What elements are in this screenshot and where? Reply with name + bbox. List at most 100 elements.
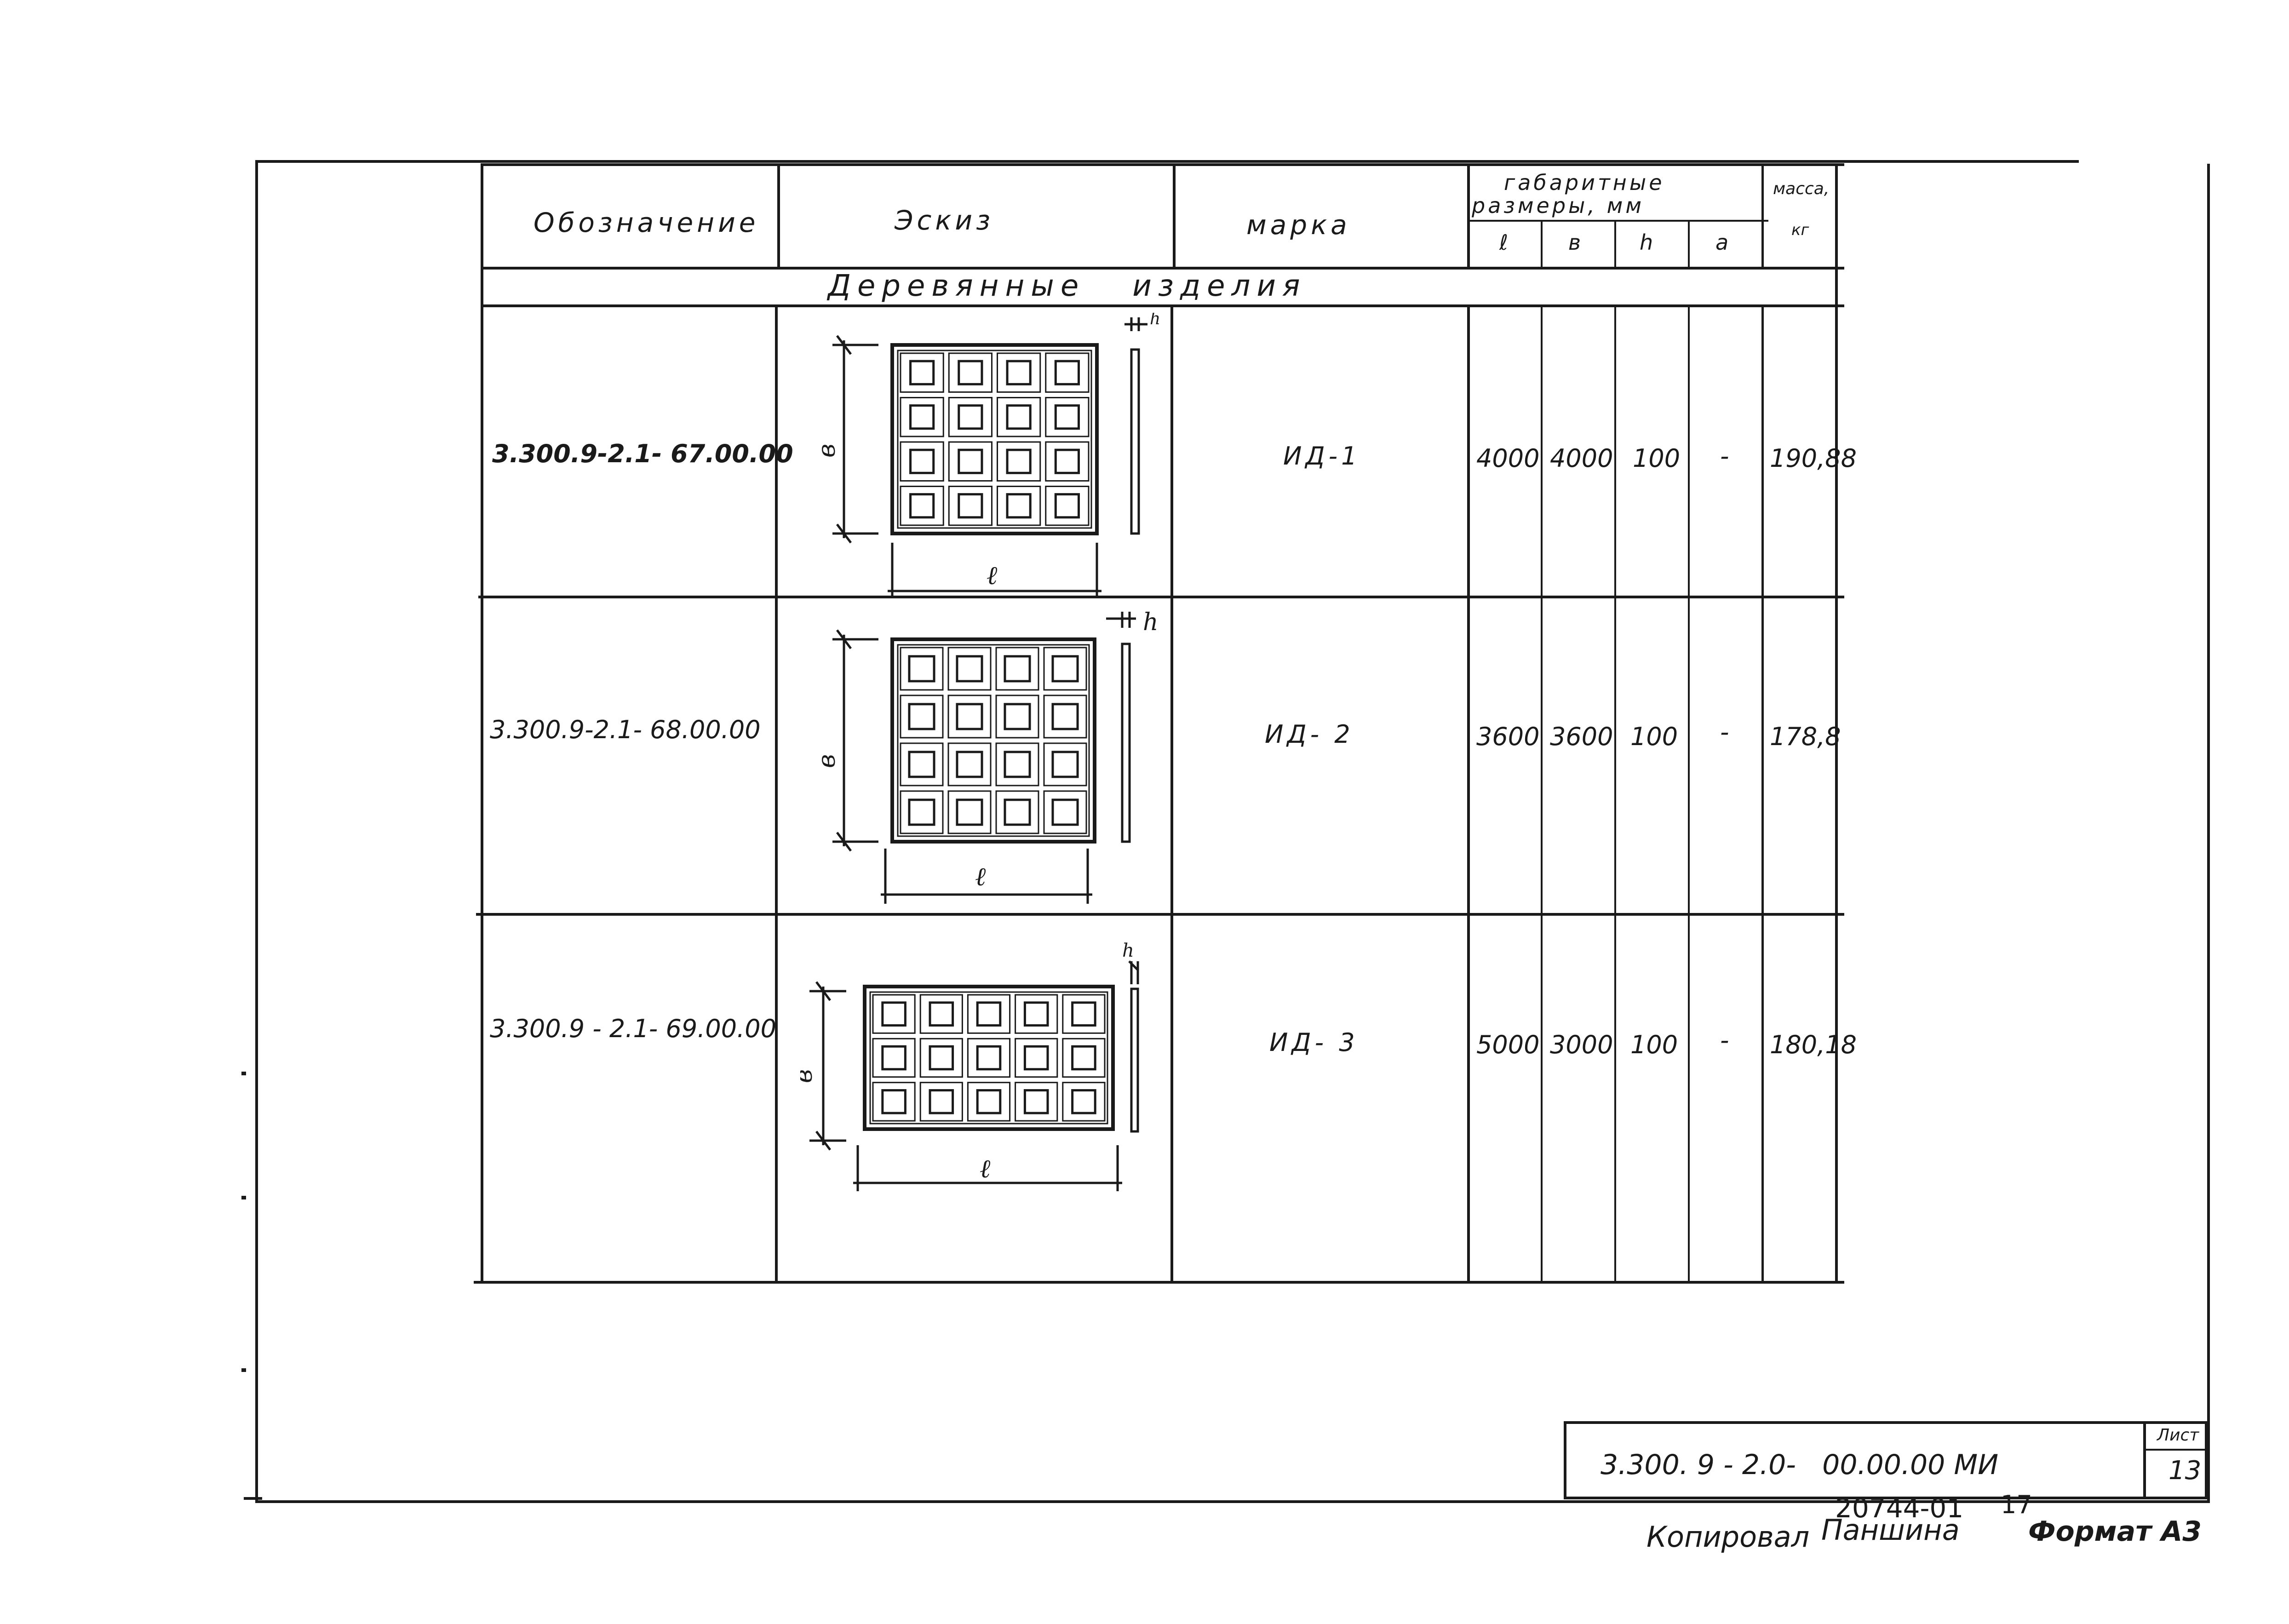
lattice-square xyxy=(908,655,935,683)
lattice-cell xyxy=(995,694,1039,739)
col-a-line-b xyxy=(1761,304,1764,1284)
lattice-square xyxy=(976,1089,1002,1114)
row1-bottom-line xyxy=(478,596,1844,598)
lattice-square xyxy=(908,798,935,826)
lattice-cell xyxy=(1045,352,1090,393)
lattice-square xyxy=(908,703,935,730)
row2-b: 3600 xyxy=(1550,722,1613,751)
sketch3-l-label: ℓ xyxy=(980,1154,991,1184)
col-h-line-b xyxy=(1688,304,1690,1284)
lattice-cell xyxy=(1043,647,1087,691)
col-h-line xyxy=(1688,220,1690,270)
row3-b: 3000 xyxy=(1550,1030,1613,1059)
stamp-divider xyxy=(2143,1421,2146,1499)
lattice-square xyxy=(908,751,935,778)
lattice-square xyxy=(1023,1001,1049,1027)
col-sketch-line xyxy=(1173,163,1176,270)
col-mark-line-b xyxy=(1467,304,1470,1284)
lattice-cell xyxy=(900,441,944,482)
lattice-cell xyxy=(995,742,1039,786)
lattice-cell xyxy=(900,647,944,691)
order-number: 20744-01 xyxy=(1835,1492,1964,1524)
lattice-cell xyxy=(900,694,944,739)
lattice-cell xyxy=(997,397,1041,437)
dim-a-header: a xyxy=(1715,230,1729,255)
row1-mark: ИД-1 xyxy=(1283,442,1361,471)
row2-designation: 3.300.9-2.1- 68.00.00 xyxy=(490,715,761,744)
table-bottom-line xyxy=(474,1281,1844,1284)
row2-mark: ИД- 2 xyxy=(1265,720,1354,749)
lattice-square xyxy=(956,655,983,683)
col-designation-line xyxy=(777,163,780,270)
lattice-square xyxy=(881,1045,906,1071)
lattice-cell xyxy=(900,397,944,437)
order-suffix: 17 xyxy=(2001,1490,2032,1519)
lattice-cell xyxy=(1045,441,1090,482)
row1-l: 4000 xyxy=(1476,444,1540,473)
lattice-square xyxy=(909,493,935,519)
lattice-square xyxy=(1004,655,1031,683)
row2-h: 100 xyxy=(1630,722,1678,751)
lattice-square xyxy=(976,1001,1002,1027)
row2-bottom-line xyxy=(476,913,1844,916)
lattice-cell xyxy=(947,647,992,691)
row3-mass: 180,18 xyxy=(1770,1030,1857,1059)
frame-gap xyxy=(2079,156,2217,164)
margin-tick-3 xyxy=(241,1368,246,1372)
lattice-square xyxy=(1023,1045,1049,1071)
lattice-square xyxy=(958,360,983,385)
lattice-square xyxy=(958,404,983,430)
lattice-cell xyxy=(900,486,944,526)
sketch2-l-label: ℓ xyxy=(975,862,986,892)
row2-l: 3600 xyxy=(1476,722,1540,751)
col-mark-line xyxy=(1467,163,1470,270)
col-right-line xyxy=(1835,163,1838,1284)
col-l-line-b xyxy=(1541,304,1543,1284)
lattice-square xyxy=(881,1001,906,1027)
lattice-square xyxy=(1054,448,1080,474)
overall-dims-header-line1: габаритные xyxy=(1504,170,1665,195)
designation-header: Обозначение xyxy=(534,207,759,238)
lattice-square xyxy=(1071,1045,1096,1071)
sketch2-h-label: h xyxy=(1143,609,1159,636)
lattice-cell xyxy=(948,486,992,526)
sketch1-l-label: ℓ xyxy=(987,561,998,591)
lattice-square xyxy=(1006,448,1032,474)
lattice-cell xyxy=(997,486,1041,526)
lattice-cell xyxy=(967,1082,1011,1122)
lattice-cell xyxy=(947,790,992,834)
row3-l: 5000 xyxy=(1476,1030,1540,1059)
lattice-square xyxy=(1054,493,1080,519)
lattice-cell xyxy=(1045,486,1090,526)
lattice-cell xyxy=(948,352,992,393)
lattice-square xyxy=(929,1089,954,1114)
lattice-cell xyxy=(872,994,916,1034)
lattice-square xyxy=(909,404,935,430)
sheet-frame xyxy=(255,160,2210,1503)
lattice-square xyxy=(881,1089,906,1114)
sheet-label: Лист xyxy=(2157,1426,2199,1445)
lattice-cell xyxy=(1045,397,1090,437)
col-designation-line-b xyxy=(775,304,778,1284)
mass-header-line1: масса, xyxy=(1773,179,1830,198)
col-b-line-b xyxy=(1614,304,1616,1284)
lattice-square xyxy=(929,1001,954,1027)
row1-mass: 190,88 xyxy=(1770,444,1857,473)
panel-sketch-3: в ℓ h xyxy=(800,940,1139,1191)
lattice-square xyxy=(1006,493,1032,519)
lattice-cell xyxy=(919,994,963,1034)
lattice-cell xyxy=(1015,994,1058,1034)
lattice-cell xyxy=(1062,994,1106,1034)
lattice-cell xyxy=(900,790,944,834)
lattice-square xyxy=(958,448,983,474)
row2-a: - xyxy=(1720,717,1729,746)
row1-h: 100 xyxy=(1633,444,1681,473)
header-bottom-line xyxy=(481,267,1844,270)
lattice-square xyxy=(1006,360,1032,385)
dim-h-header: h xyxy=(1640,230,1653,255)
sketch1-h-label: h xyxy=(1150,313,1160,328)
row1-designation: 3.300.9-2.1- 67.00.00 xyxy=(492,439,793,468)
lattice-square xyxy=(1051,751,1079,778)
lattice-square xyxy=(1054,404,1080,430)
lattice-square xyxy=(1004,798,1031,826)
